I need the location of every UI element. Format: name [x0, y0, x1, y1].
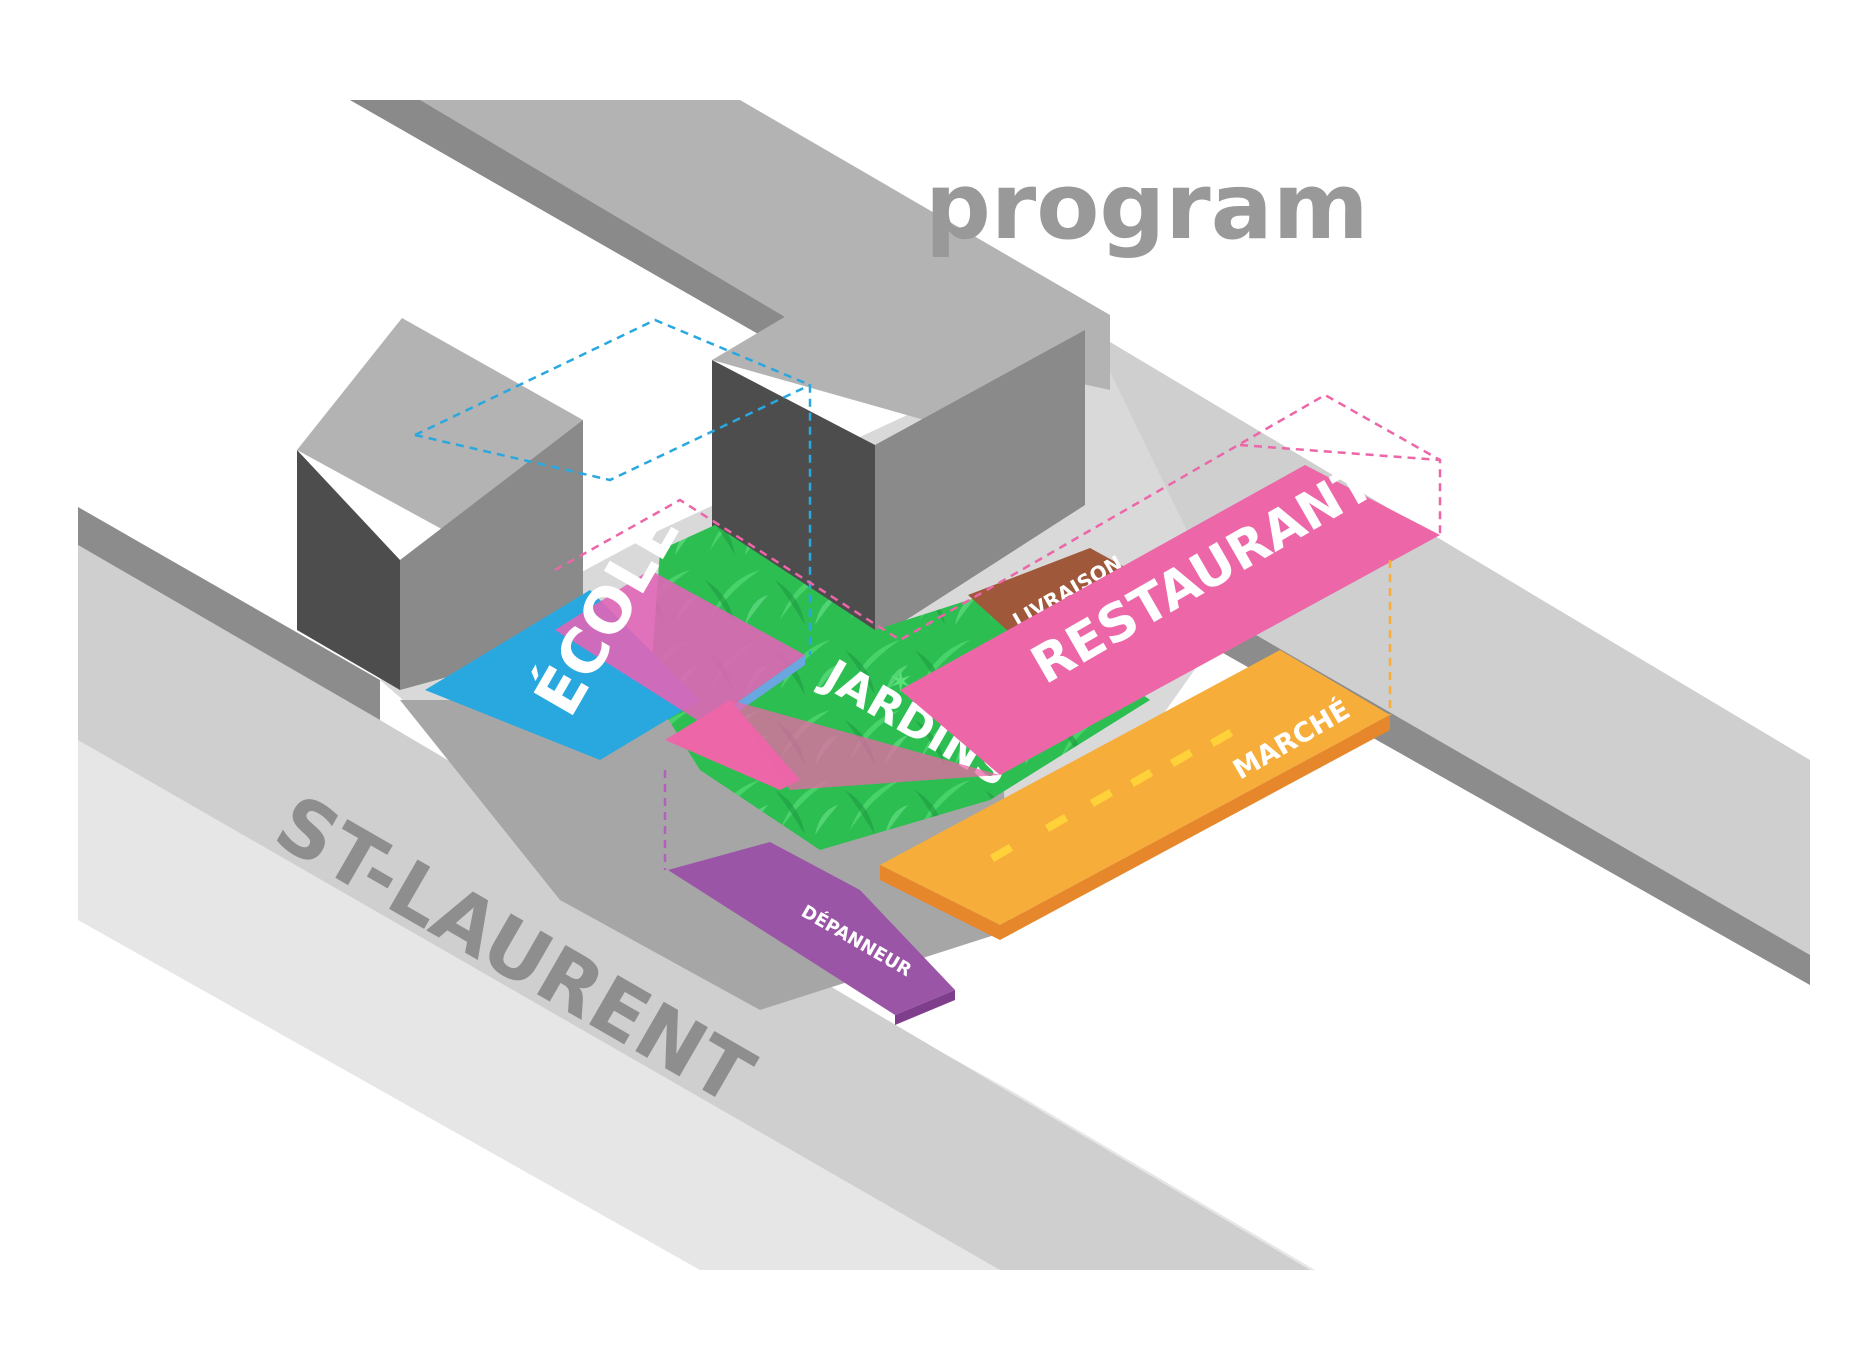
market-stall	[990, 843, 1014, 862]
restaurants-surface	[900, 465, 1440, 775]
market-stalls	[990, 728, 1234, 862]
depanneur-surface	[668, 842, 955, 1015]
market-stall	[1130, 769, 1154, 787]
restaurants-volume-outline	[554, 393, 1442, 642]
ecole-volume-outline-2	[414, 383, 811, 482]
marche-surface	[880, 650, 1390, 925]
market-stall	[1090, 788, 1114, 807]
marche-front	[880, 865, 1000, 940]
restaurants-lower-surface	[665, 700, 800, 790]
central-building	[712, 290, 1085, 640]
restaurants-lower-band	[730, 700, 1000, 790]
restaurants-volume-outline-2	[1239, 443, 1441, 462]
st-laurent-curb	[78, 507, 380, 720]
central-building-side	[712, 360, 875, 640]
diagram-title: program	[925, 153, 1369, 260]
left-building-side	[297, 450, 400, 690]
ecole-upper-floor	[555, 570, 805, 725]
marche-edge	[1000, 715, 1390, 940]
central-building-front	[875, 330, 1085, 640]
back-building-side	[350, 100, 790, 335]
market-stall	[1170, 749, 1194, 767]
market-stall	[1210, 728, 1234, 747]
market-stall	[1045, 813, 1069, 832]
livraison-surface	[968, 548, 1130, 640]
depanneur-edge	[895, 990, 955, 1025]
ecole-volume-outline	[414, 318, 812, 655]
